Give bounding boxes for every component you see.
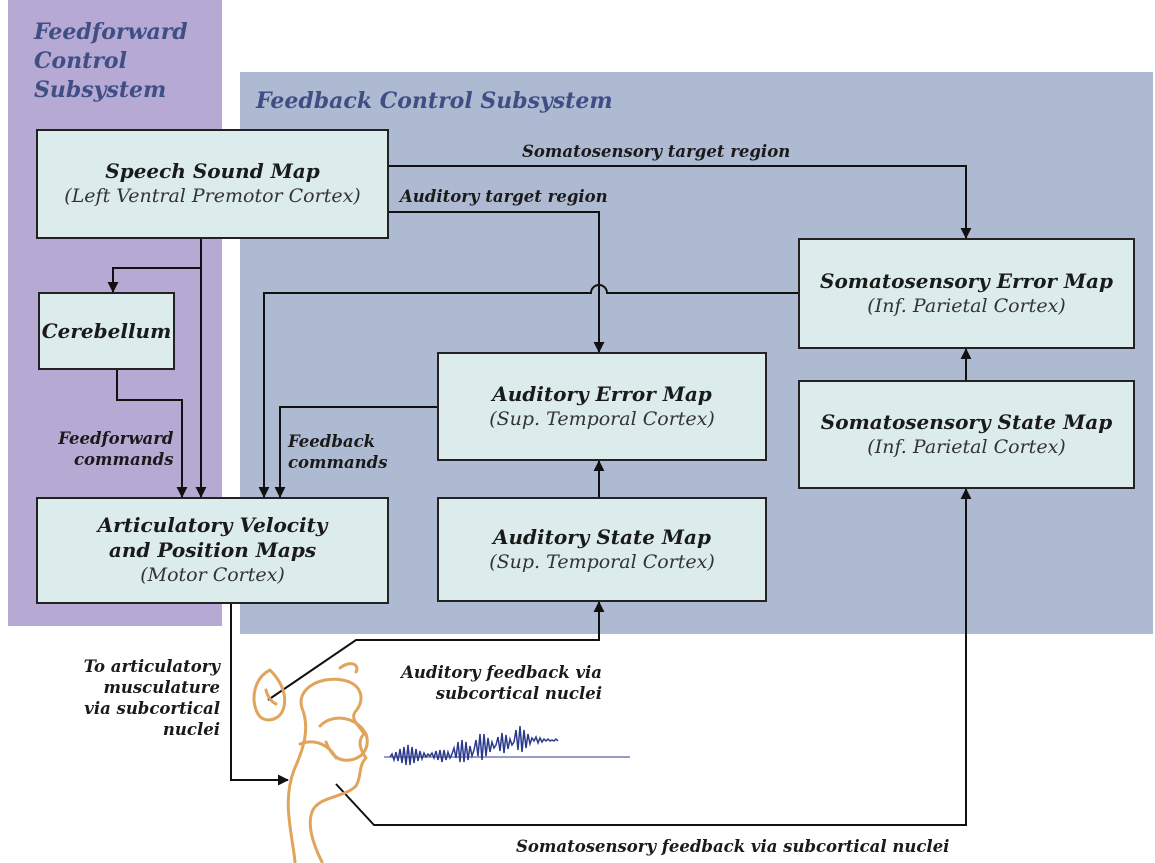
speech-sound-map-sub: (Left Ventral Premotor Cortex) bbox=[64, 185, 361, 207]
auditory-error-title: Auditory Error Map bbox=[492, 381, 712, 406]
speech-sound-map-title: Speech Sound Map bbox=[105, 159, 320, 183]
head-profile-icon bbox=[252, 662, 369, 863]
somatosensory-error-map-box: Somatosensory Error Map (Inf. Parietal C… bbox=[798, 238, 1135, 349]
auditory-state-map-box: Auditory State Map (Sup. Temporal Cortex… bbox=[437, 497, 767, 602]
feedback-title: Feedback Control Subsystem bbox=[256, 88, 613, 114]
articulatory-title-2: and Position Maps bbox=[108, 538, 317, 562]
somatosensory-error-title: Somatosensory Error Map bbox=[820, 268, 1113, 293]
somatosensory-target-label: Somatosensory target region bbox=[522, 142, 791, 161]
auditory-state-title: Auditory State Map bbox=[493, 524, 711, 549]
to-articulatory-line-1: To articulatory bbox=[83, 657, 220, 676]
somatosensory-state-map-box: Somatosensory State Map (Inf. Parietal C… bbox=[798, 380, 1135, 489]
feedforward-commands-line-1: Feedforward bbox=[58, 429, 174, 448]
somatosensory-state-title: Somatosensory State Map bbox=[820, 409, 1113, 434]
somatosensory-state-sub: (Inf. Parietal Cortex) bbox=[867, 435, 1066, 458]
auditory-feedback-label: Auditory feedback via subcortical nuclei bbox=[370, 662, 602, 704]
to-articulatory-line-3: via subcortical bbox=[84, 699, 220, 718]
ssm-to-cerebellum-arrow bbox=[107, 239, 202, 293]
cerebellum-box: Cerebellum bbox=[38, 292, 175, 370]
feedback-commands-line-1: Feedback bbox=[288, 432, 376, 451]
aud-target-arrow bbox=[389, 211, 605, 353]
auditory-feedback-line-2: subcortical nuclei bbox=[435, 684, 602, 703]
articulatory-maps-box: Articulatory Velocity and Position Maps … bbox=[36, 497, 389, 604]
feedback-commands-label: Feedback commands bbox=[288, 431, 387, 473]
somatosensory-feedback-label: Somatosensory feedback via subcortical n… bbox=[516, 837, 950, 856]
to-articulatory-label: To articulatory musculature via subcorti… bbox=[40, 656, 220, 740]
feedforward-commands-line-2: commands bbox=[74, 450, 174, 469]
auditory-error-map-box: Auditory Error Map (Sup. Temporal Cortex… bbox=[437, 352, 767, 461]
sound-waveform-icon bbox=[384, 725, 630, 766]
to-articulatory-line-2: musculature bbox=[103, 678, 220, 697]
auditory-feedback-line-1: Auditory feedback via bbox=[401, 663, 602, 682]
cerebellum-to-artic-arrow bbox=[116, 370, 188, 498]
artic-to-muscle-arrow bbox=[230, 604, 289, 786]
auditory-state-sub: (Sup. Temporal Cortex) bbox=[489, 550, 715, 573]
auditory-target-label: Auditory target region bbox=[400, 187, 608, 206]
somatosensory-error-sub: (Inf. Parietal Cortex) bbox=[867, 294, 1066, 317]
feedforward-title: Feedforward Control Subsystem bbox=[34, 19, 188, 103]
feedback-commands-line-2: commands bbox=[288, 453, 388, 472]
soma-error-to-artic-arrow bbox=[258, 284, 798, 498]
cerebellum-title: Cerebellum bbox=[41, 318, 172, 343]
aud-feedback-arrow bbox=[267, 601, 605, 701]
auditory-error-sub: (Sup. Temporal Cortex) bbox=[489, 407, 715, 430]
soma-target-arrow bbox=[389, 165, 972, 239]
to-articulatory-line-4: nuclei bbox=[162, 720, 220, 739]
feedforward-commands-label: Feedforward commands bbox=[44, 428, 173, 470]
articulatory-sub: (Motor Cortex) bbox=[140, 564, 285, 586]
aud-error-to-artic-arrow bbox=[274, 406, 437, 498]
soma-feedback-arrow bbox=[335, 488, 972, 826]
speech-sound-map-box: Speech Sound Map (Left Ventral Premotor … bbox=[36, 129, 389, 239]
articulatory-title-1: Articulatory Velocity bbox=[97, 513, 328, 537]
